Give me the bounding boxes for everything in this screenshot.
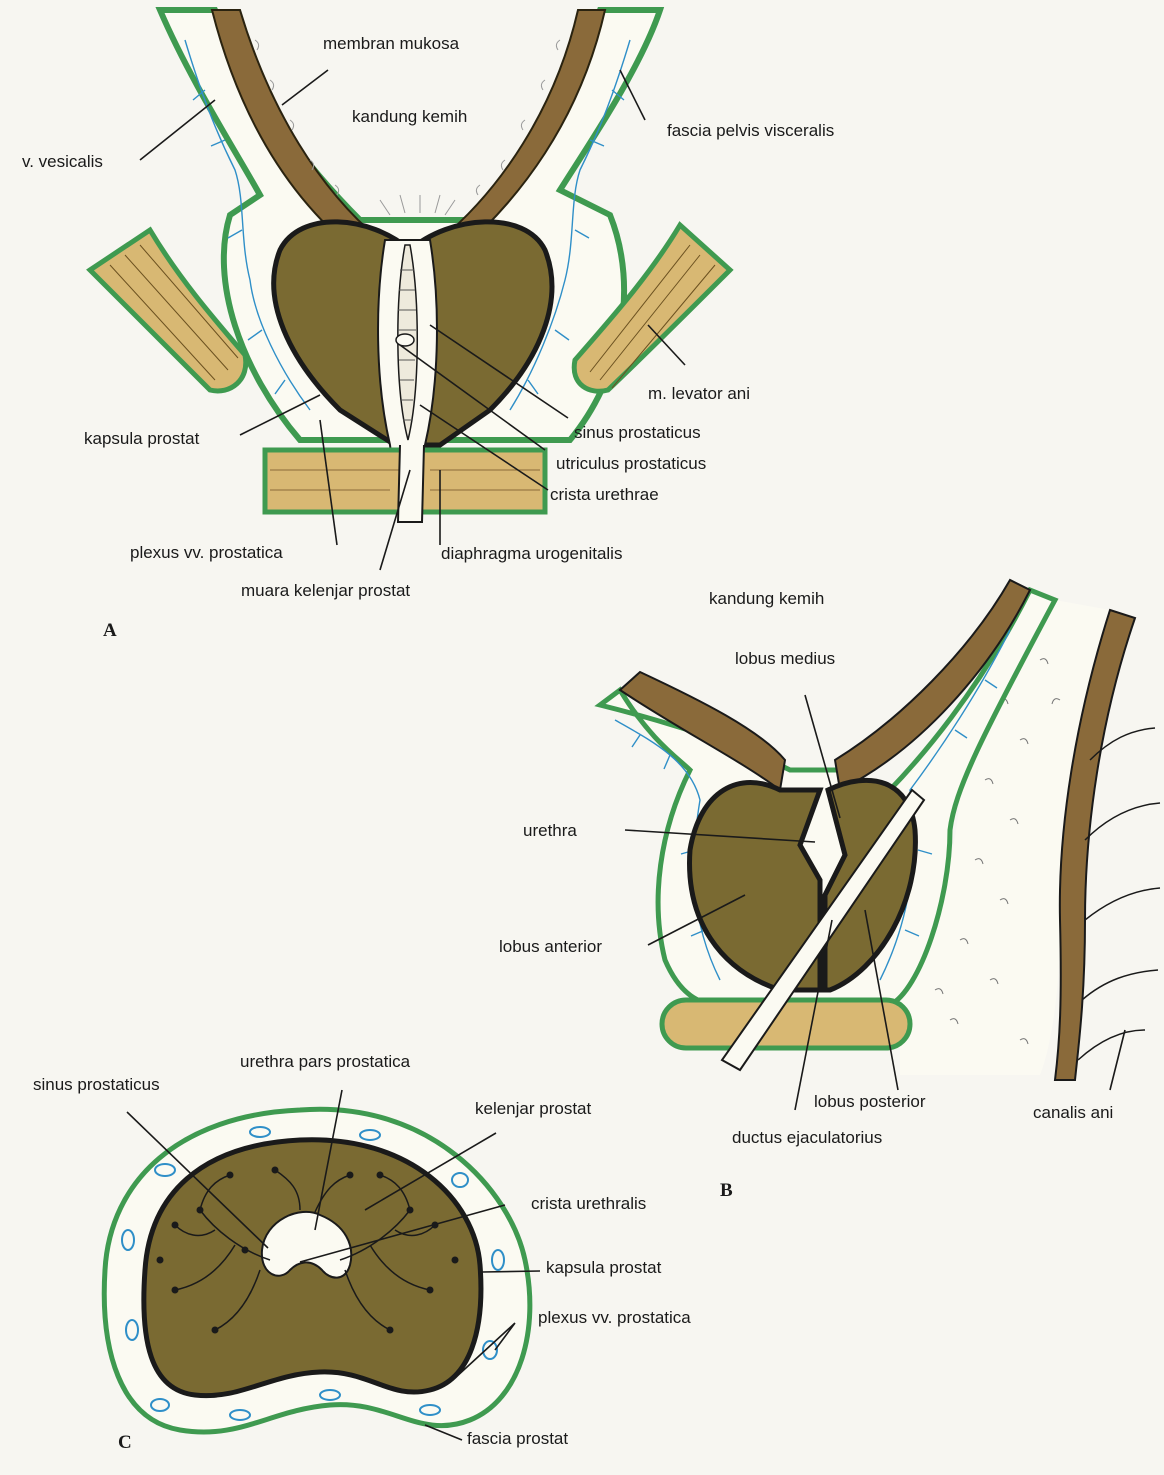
panel-b-bladder-wall-right — [833, 578, 1032, 792]
panel-a-label-kapsula-prostat: kapsula prostat — [84, 429, 200, 448]
panel-a-urethra-exit — [396, 444, 425, 523]
panel-a-label-membran-mukosa: membran mukosa — [323, 34, 460, 53]
panel-b-label-lobus-anterior: lobus anterior — [499, 937, 602, 956]
panel-a-vein-right — [509, 39, 631, 411]
panel-a-label-crista-urethrae: crista urethrae — [550, 485, 659, 504]
panel-c-leaders — [126, 1089, 541, 1441]
panel-b-leaders — [624, 694, 1126, 1111]
panel-a-leaders — [139, 69, 686, 571]
panel-a-vein-left — [184, 39, 311, 411]
panel-b-label-canalis-ani: canalis ani — [1033, 1103, 1113, 1122]
panel-c-ducts — [174, 1169, 436, 1331]
panel-c-letter: C — [118, 1432, 132, 1453]
panel-b-vein-right — [879, 629, 1011, 981]
panel-c-label-kelenjar-prostat: kelenjar prostat — [475, 1099, 592, 1118]
panel-c-label-plexus: plexus vv. prostatica — [538, 1308, 691, 1327]
panel-b-label-ductus: ductus ejaculatorius — [732, 1128, 882, 1147]
panel-b-label-lobus-posterior: lobus posterior — [814, 1092, 926, 1111]
panel-c-label-crista-urethralis: crista urethralis — [531, 1194, 646, 1213]
panel-a-label-muara: muara kelenjar prostat — [241, 581, 410, 600]
panel-c-label-fascia-prostat: fascia prostat — [467, 1429, 568, 1448]
panel-b-label-lobus-medius: lobus medius — [735, 649, 835, 668]
panel-b-label-urethra: urethra — [523, 821, 577, 840]
panel-c-diagram — [101, 1106, 533, 1435]
panel-a-levator-left — [86, 226, 249, 394]
panel-c-plexus — [121, 1126, 505, 1421]
panel-a-label-kandung-kemih: kandung kemih — [352, 107, 467, 126]
panel-a-label-levator-ani: m. levator ani — [648, 384, 750, 403]
panel-c-label-urethra-pars: urethra pars prostatica — [240, 1052, 411, 1071]
panel-c-label-kapsula-prostat: kapsula prostat — [546, 1258, 662, 1277]
panel-a-diagram — [86, 7, 734, 523]
panel-a-levator-striations — [109, 244, 716, 389]
panel-b-rectal-folds — [1077, 727, 1161, 1061]
panel-c-label-sinus-prostaticus: sinus prostaticus — [33, 1075, 160, 1094]
panel-a-label-plexus: plexus vv. prostatica — [130, 543, 283, 562]
panel-a-utriculus — [395, 333, 415, 347]
panel-a-label-diaphragma: diaphragma urogenitalis — [441, 544, 622, 563]
panel-b-diagram — [594, 578, 1161, 1081]
panel-c-duct-openings — [156, 1166, 459, 1334]
panel-b-rectal-wall — [1053, 608, 1137, 1081]
panel-a-label-sinus-prostaticus: sinus prostaticus — [574, 423, 701, 442]
panel-a-diaphragm-lines — [270, 469, 540, 491]
panel-c-urethra — [260, 1210, 353, 1279]
panel-a-letter: A — [103, 620, 117, 641]
panel-a-mucosa — [254, 39, 561, 216]
panel-b-bladder-wall-left — [618, 670, 787, 792]
panel-b-diaphragm — [659, 997, 913, 1051]
panel-b-vein-left — [614, 719, 721, 981]
panel-a-crista-ridges — [398, 269, 416, 421]
panel-c-kapsula — [141, 1137, 484, 1399]
panel-b-urethra-tube — [720, 788, 926, 1072]
panel-b-fat — [900, 600, 1110, 1075]
panel-b-letter: B — [720, 1180, 733, 1201]
panel-a-label-v-vesicalis: v. vesicalis — [22, 152, 103, 171]
panel-b-label-kandung-kemih: kandung kemih — [709, 589, 824, 608]
panel-a-label-utriculus: utriculus prostaticus — [556, 454, 706, 473]
panel-a-label-fascia-pelvis: fascia pelvis visceralis — [667, 121, 834, 140]
